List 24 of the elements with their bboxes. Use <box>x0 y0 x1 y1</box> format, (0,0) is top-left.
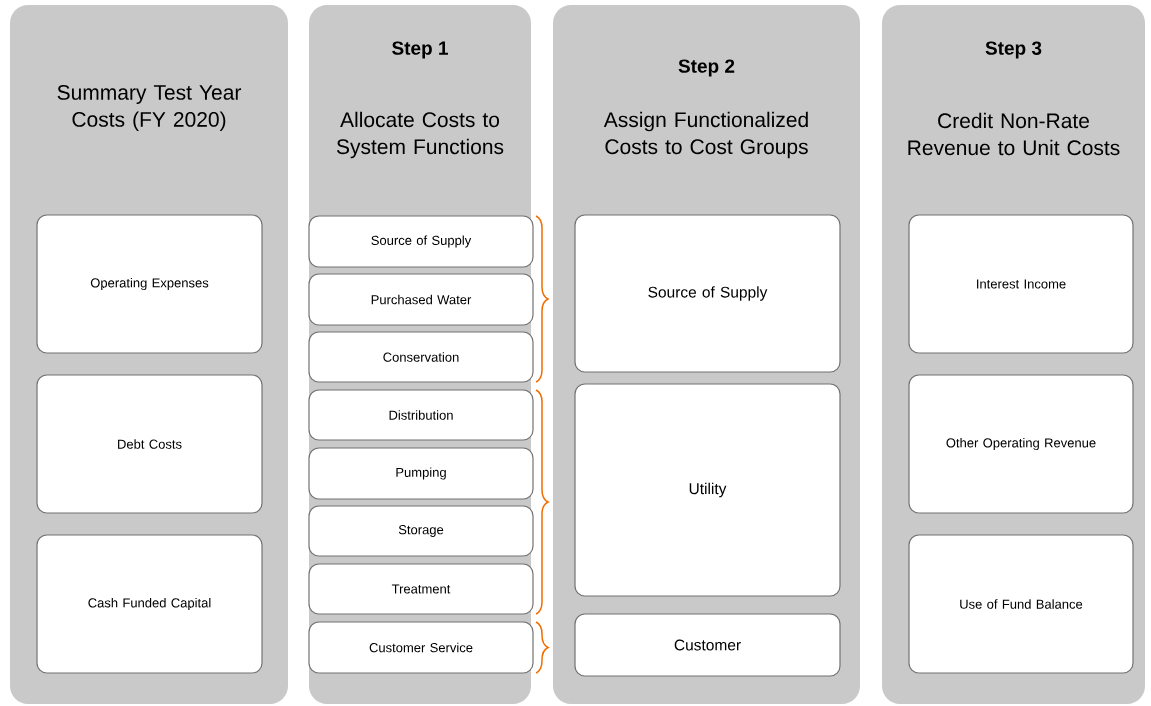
item-box: Pumping <box>308 447 534 500</box>
item-box: Conservation <box>308 331 534 383</box>
step-heading: Step 1 <box>392 41 448 59</box>
item-box: Source of Supply <box>574 214 841 373</box>
item-box: Customer Service <box>308 621 534 674</box>
item-box: Utility <box>574 383 841 597</box>
item-box: Use of Fund Balance <box>908 534 1134 674</box>
column-title: Allocate Costs to System Functions <box>336 111 504 159</box>
step-heading: Step 2 <box>678 59 735 77</box>
item-box: Distribution <box>308 389 534 441</box>
column-title: Summary Test Year Costs (FY 2020) <box>57 85 242 131</box>
item-box: Cash Funded Capital <box>36 534 263 674</box>
column-title: Credit Non-Rate Revenue to Unit Costs <box>908 112 1120 156</box>
item-box: Treatment <box>308 563 534 615</box>
item-box: Source of Supply <box>308 215 534 268</box>
item-box: Customer <box>574 613 841 677</box>
item-box: Other Operating Revenue <box>908 374 1134 514</box>
column-title: Assign Functionalized Costs to Cost Groups <box>603 111 808 159</box>
item-box: Debt Costs <box>36 374 263 514</box>
item-box: Storage <box>308 505 534 557</box>
item-box: Purchased Water <box>308 273 534 326</box>
item-box: Operating Expenses <box>36 214 263 354</box>
item-box: Interest Income <box>908 214 1134 354</box>
step-heading: Step 3 <box>985 41 1042 59</box>
